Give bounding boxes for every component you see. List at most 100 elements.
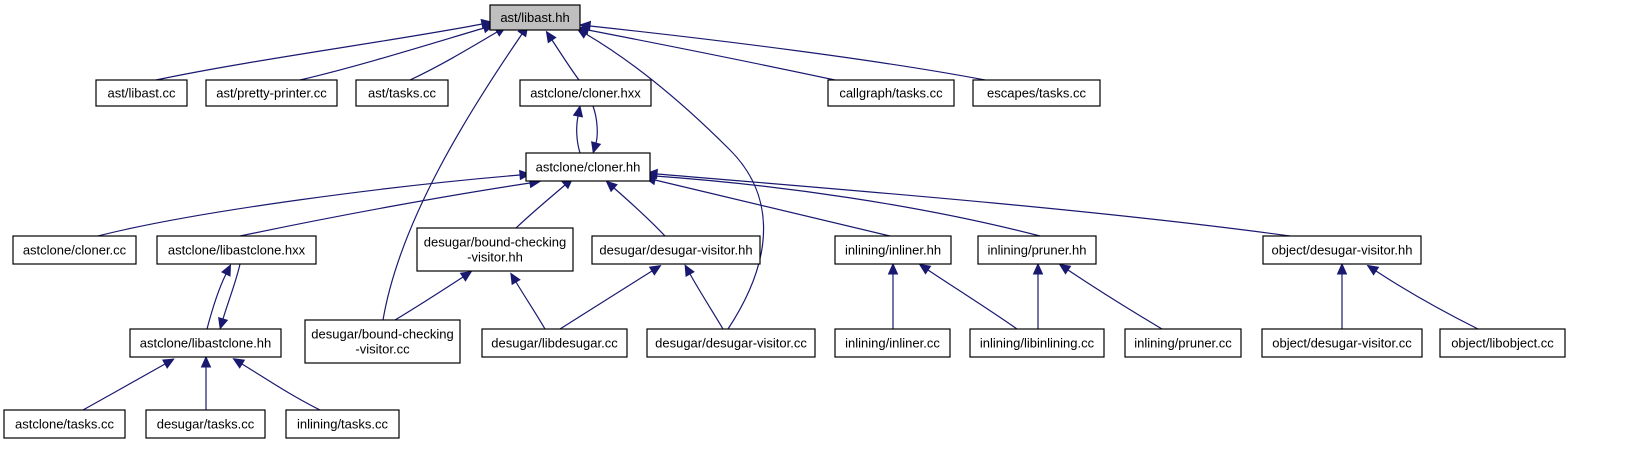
node-box — [129, 328, 282, 358]
node-label: ast/libast.hh — [500, 10, 569, 25]
edge-line — [1375, 270, 1479, 330]
node-bc-visitor-hh[interactable]: desugar/bound-checking-visitor.hh — [416, 227, 574, 272]
node-label: inlining/libinlining.cc — [980, 336, 1095, 351]
node-bc-visitor-cc[interactable]: desugar/bound-checking-visitor.cc — [304, 319, 461, 364]
edge-line — [689, 273, 724, 330]
edge-line — [241, 363, 321, 411]
node-desugar-visitor-hh[interactable]: desugar/desugar-visitor.hh — [591, 235, 761, 265]
node-label: astclone/cloner.hh — [536, 160, 641, 175]
edge-cloner_hxx-to-cloner_hh — [591, 105, 602, 154]
node-inlining-tasks[interactable]: inlining/tasks.cc — [285, 409, 400, 439]
edge-desugar_visitor_hh-to-cloner_hh — [605, 180, 666, 237]
edge-line — [559, 270, 653, 330]
node-ast-pretty-printer[interactable]: ast/pretty-printer.cc — [205, 79, 338, 107]
node-pruner-cc[interactable]: inlining/pruner.cc — [1124, 328, 1242, 358]
edge-libinlining-to-inliner_hh — [918, 263, 1018, 330]
node-label: object/libobject.cc — [1451, 336, 1554, 351]
edge-arrowhead — [459, 270, 473, 282]
edge-arrowhead — [200, 355, 212, 368]
edge-line — [222, 263, 241, 320]
edge-line — [82, 363, 166, 411]
node-box — [481, 328, 628, 358]
edge-line — [239, 182, 531, 237]
node-label: callgraph/tasks.cc — [839, 86, 943, 101]
edge-libastclone_hxx-to-cloner_hh — [239, 177, 542, 237]
edge-escapes_tasks-to-root — [578, 20, 986, 81]
node-box — [834, 328, 951, 358]
edge-cloner_hxx-to-root — [545, 30, 580, 81]
edge-line — [155, 23, 483, 81]
edge-bc_visitor_cc-to-bc_visitor_hh — [394, 270, 473, 321]
edge-line — [576, 115, 581, 154]
edge-ast_tasks-to-root — [409, 26, 507, 81]
node-cloner-hxx[interactable]: astclone/cloner.hxx — [519, 79, 652, 107]
edge-line — [382, 33, 523, 321]
node-inliner-hh[interactable]: inlining/inliner.hh — [834, 235, 952, 265]
edge-arrowhead — [1032, 262, 1044, 275]
node-pruner-hh[interactable]: inlining/pruner.hh — [977, 235, 1097, 265]
edge-libastclone_hh-to-libastclone_hxx — [206, 263, 232, 330]
node-label: inlining/pruner.hh — [987, 243, 1086, 258]
node-inliner-cc[interactable]: inlining/inliner.cc — [834, 328, 951, 358]
edge-pruner_hh-to-cloner_hh — [643, 170, 1041, 237]
edge-line — [97, 174, 521, 237]
node-cloner-hh[interactable]: astclone/cloner.hh — [525, 152, 651, 182]
node-obj-desugar-visitor-hh[interactable]: object/desugar-visitor.hh — [1262, 235, 1422, 265]
node-box — [95, 79, 188, 107]
edge-arrowhead — [545, 30, 557, 44]
node-root[interactable]: ast/libast.hh — [489, 4, 581, 31]
edge-arrowhead — [887, 262, 899, 275]
node-label: desugar/tasks.cc — [157, 417, 255, 432]
node-libobject[interactable]: object/libobject.cc — [1439, 328, 1566, 358]
node-ast-libast-cc[interactable]: ast/libast.cc — [95, 79, 188, 107]
node-ast-tasks[interactable]: ast/tasks.cc — [355, 79, 449, 107]
node-box — [355, 79, 449, 107]
edge-line — [299, 27, 485, 81]
node-box — [1124, 328, 1242, 358]
edge-inliner_cc-to-inliner_hh — [887, 262, 899, 329]
node-box — [3, 409, 126, 439]
edge-libdesugar-to-bc_visitor_hh — [510, 272, 546, 330]
edge-pruner_cc-to-pruner_hh — [1058, 263, 1163, 330]
edge-arrowhead — [232, 358, 246, 369]
edge-libinlining-to-pruner_hh — [1032, 262, 1044, 329]
node-box — [285, 409, 400, 439]
node-box — [489, 4, 581, 31]
node-desugar-visitor-cc[interactable]: desugar/desugar-visitor.cc — [646, 328, 816, 358]
node-box — [156, 235, 317, 265]
node-libastclone-hh[interactable]: astclone/libastclone.hh — [129, 328, 282, 358]
node-box — [145, 409, 266, 439]
node-astclone-tasks[interactable]: astclone/tasks.cc — [3, 409, 126, 439]
node-box — [525, 152, 651, 182]
edge-line — [587, 29, 836, 81]
edge-bc_visitor_cc-to-root — [382, 24, 529, 321]
node-desugar-tasks[interactable]: desugar/tasks.cc — [145, 409, 266, 439]
edge-line — [654, 179, 891, 237]
edge-arrowhead — [510, 272, 521, 286]
edge-line — [1067, 269, 1163, 330]
node-callgraph-tasks[interactable]: callgraph/tasks.cc — [827, 79, 955, 107]
edge-arrowhead — [684, 264, 695, 277]
node-escapes-tasks[interactable]: escapes/tasks.cc — [972, 79, 1101, 107]
node-label: desugar/desugar-visitor.hh — [599, 243, 752, 258]
node-box — [969, 328, 1105, 358]
node-label: ast/pretty-printer.cc — [216, 86, 327, 101]
node-cloner-cc[interactable]: astclone/cloner.cc — [12, 235, 137, 265]
node-libdesugar[interactable]: desugar/libdesugar.cc — [481, 328, 628, 358]
edge-arrowhead — [591, 141, 602, 154]
edge-bc_visitor_hh-to-cloner_hh — [515, 177, 574, 229]
node-libinlining[interactable]: inlining/libinlining.cc — [969, 328, 1105, 358]
node-box — [416, 227, 574, 272]
edge-line — [927, 269, 1018, 330]
edge-line — [409, 31, 498, 81]
edge-desugar_tasks-to-libastclone_hh — [200, 355, 212, 410]
edge-obj_desugar_visitor_hh-to-cloner_hh — [645, 168, 1291, 237]
node-box — [1439, 328, 1566, 358]
edge-arrowhead — [221, 263, 232, 277]
node-box — [646, 328, 816, 358]
node-obj-desugar-visitor-cc[interactable]: object/desugar-visitor.cc — [1261, 328, 1423, 358]
node-libastclone-hxx[interactable]: astclone/libastclone.hxx — [156, 235, 317, 265]
edge-libdesugar-to-desugar_visitor_hh — [559, 265, 662, 330]
edge-arrowhead — [1336, 262, 1348, 275]
edge-arrowhead — [161, 358, 175, 369]
